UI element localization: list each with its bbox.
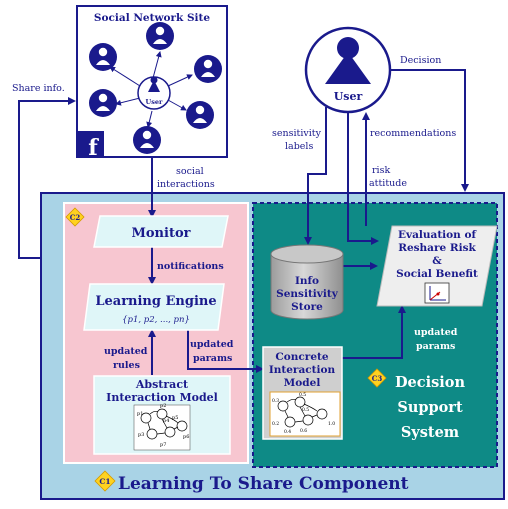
social-network-title: Social Network Site <box>94 12 210 24</box>
social-interactions-line2: interactions <box>157 179 215 190</box>
updated-params-line2: params <box>193 353 232 364</box>
abstract-model-line1: Abstract <box>135 378 189 391</box>
monitor-label: Monitor <box>132 226 191 241</box>
learning-engine-box <box>83 283 225 331</box>
user-label: User <box>334 90 363 103</box>
network-links <box>109 51 193 128</box>
sns-user-label: User <box>146 98 163 106</box>
connectors <box>18 69 469 375</box>
friend-icon-right <box>194 55 222 83</box>
info-sensitivity-store <box>270 244 344 320</box>
c1-title: Learning To Share Component <box>118 474 409 494</box>
store-line3: Store <box>291 301 323 313</box>
abstract-p3: p3 <box>138 432 144 438</box>
c3-title-line2: Support <box>397 399 463 416</box>
risk-attitude-line1: risk <box>372 165 390 176</box>
updated-rules-line2: rules <box>113 360 140 371</box>
social-interactions-line1: social <box>176 166 204 177</box>
updated-params-line1: updated <box>190 339 234 350</box>
concrete-line1: Concrete <box>275 351 328 363</box>
store-line1: Info <box>295 275 319 287</box>
abstract-automaton: p1 p2 p3 p4 p5 p6 p7 <box>133 403 191 451</box>
concrete-automaton: 0.3 0.5 0.2 0.5 0.6 0.4 1.0 <box>269 391 341 437</box>
friend-icon-top <box>146 22 174 50</box>
svg-text:C3: C3 <box>372 374 383 383</box>
c3-badge: C3 <box>367 368 387 388</box>
user-icon-head <box>337 37 359 59</box>
friend-icon-topleft <box>89 43 117 71</box>
evaluation-line4: Social Benefit <box>396 268 478 280</box>
c1-badge: C1 <box>94 470 116 492</box>
friend-icon-left <box>89 89 117 117</box>
evaluation-line3: & <box>432 255 442 267</box>
abstract-p7: p7 <box>160 442 166 448</box>
evaluation-line2: Reshare Risk <box>398 242 476 254</box>
c2-badge: C2 <box>65 207 85 227</box>
concrete-w1: 0.3 <box>272 398 279 404</box>
concrete-w6: 0.4 <box>284 429 291 435</box>
risk-attitude-line2: attitude <box>369 178 407 189</box>
sensitivity-labels-line2: labels <box>285 141 313 152</box>
store-line2: Sensitivity <box>276 288 339 300</box>
svg-text:C1: C1 <box>99 477 110 486</box>
concrete-line3: Model <box>284 377 321 389</box>
abstract-p4: p4 <box>163 418 169 424</box>
risk-plot-icon <box>424 282 450 304</box>
friend-icon-bottomright <box>186 101 214 129</box>
abstract-p5: p5 <box>172 415 178 421</box>
monitor-box <box>93 215 229 248</box>
concrete-w7: 1.0 <box>328 421 335 427</box>
friend-icon-bottom <box>133 126 161 154</box>
updated-rules-line1: updated <box>104 346 148 357</box>
notifications-label: notifications <box>157 261 224 272</box>
evaluation-line1: Evaluation of <box>398 229 477 241</box>
concrete-w5: 0.6 <box>300 428 307 434</box>
facebook-glyph: f <box>88 135 99 161</box>
user-icon <box>325 52 371 84</box>
c3-title-line3: System <box>401 424 460 441</box>
learning-engine-label: Learning Engine <box>95 294 216 309</box>
concrete-w3: 0.2 <box>272 421 279 427</box>
sns-user-icon <box>148 80 160 92</box>
share-info-label: Share info. <box>12 83 65 94</box>
updated-params2-line2: params <box>416 341 455 352</box>
concrete-w4: 0.5 <box>302 407 309 413</box>
concrete-w2: 0.5 <box>299 392 306 398</box>
svg-text:C2: C2 <box>70 213 81 222</box>
evaluation-box <box>376 225 498 307</box>
abstract-p2: p2 <box>160 403 166 409</box>
abstract-p6: p6 <box>183 434 189 440</box>
abstract-p1: p1 <box>137 411 143 417</box>
sensitivity-labels-line1: sensitivity <box>272 128 322 139</box>
abstract-model-line2: Interaction Model <box>106 391 218 404</box>
recommendations-label: recommendations <box>370 128 456 139</box>
concrete-line2: Interaction <box>269 364 336 376</box>
decision-label: Decision <box>400 55 441 66</box>
facebook-icon <box>78 131 104 157</box>
c3-title-line1: Decision <box>395 374 465 391</box>
updated-params2-line1: updated <box>414 327 458 338</box>
learning-params: {p1, p2, ..., pn} <box>122 315 190 325</box>
